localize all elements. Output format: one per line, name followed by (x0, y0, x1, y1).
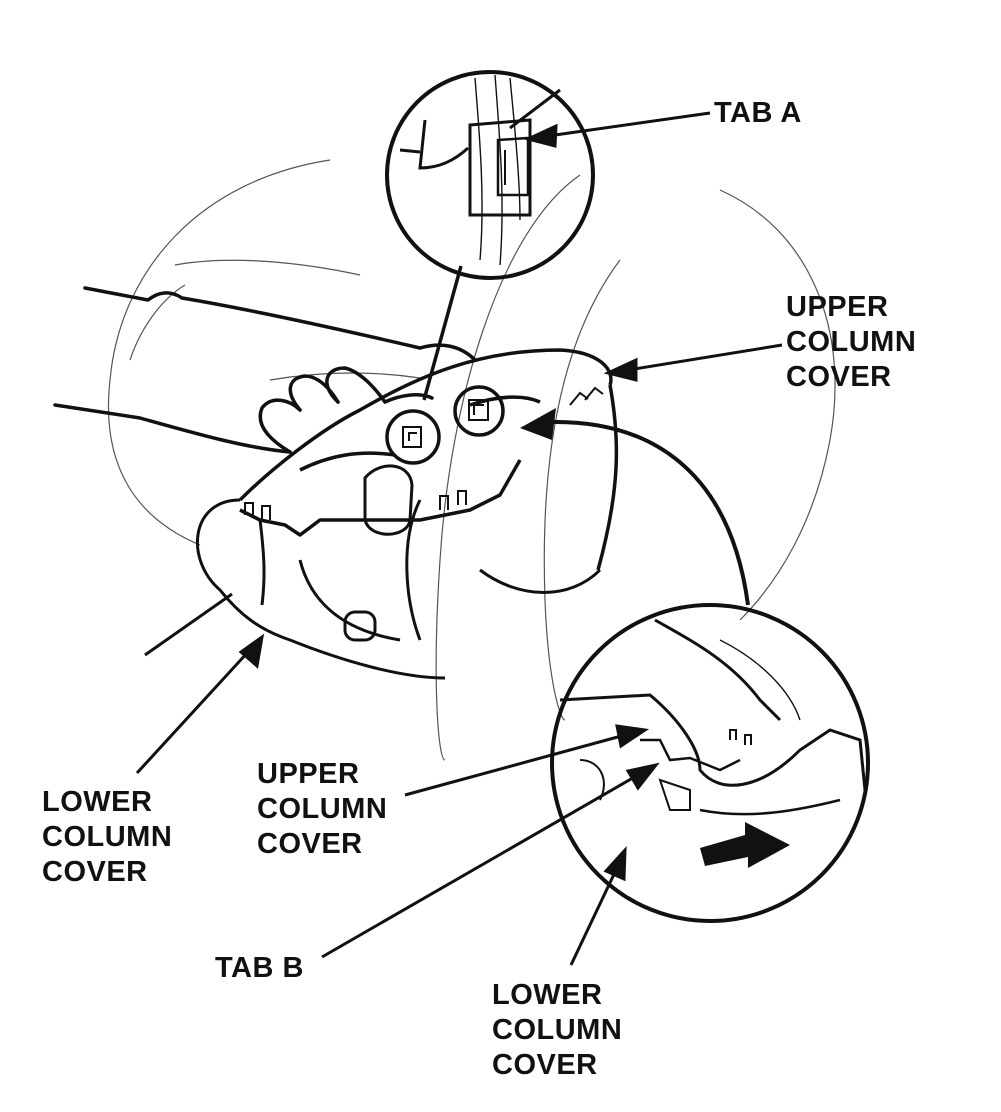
upper-column-cover-shape (238, 348, 619, 571)
tab-a-marker (385, 409, 441, 465)
steering-wheel-outline (107, 159, 836, 761)
detail-b-leader-arc (549, 419, 750, 606)
lower-column-cover-detail-label: LOWER COLUMN COVER (492, 979, 623, 1081)
lower-cover-main-leader-line-2 (135, 650, 250, 775)
tab-b-marker (453, 385, 505, 437)
callout-leaders (135, 111, 783, 966)
upper-column-cover-detail-label: UPPER COLUMN COVER (257, 758, 388, 860)
tab-a-leader-arrowhead (523, 123, 558, 148)
cover-edge-tabs (244, 386, 604, 520)
detail-circle-tab-a (385, 70, 595, 280)
tab-a-label: TAB A (714, 97, 802, 129)
upper-column-cover-label: UPPER COLUMN COVER (786, 291, 917, 393)
tab-b-label: TAB B (215, 952, 304, 984)
detail-circle-tab-b (550, 603, 870, 923)
detail-b-leader-arrowhead (520, 408, 556, 440)
hand-arm (53, 286, 477, 454)
detail-a-leader (422, 265, 463, 401)
tab-a-leader-line (547, 111, 711, 138)
lower-cover-detail-leader-line (569, 869, 618, 966)
lower-cover-main-leader-line (144, 592, 233, 657)
upper-cover-detail-leader-arrowhead (615, 724, 650, 749)
lower-cover-main-leader-arrowhead (238, 633, 265, 669)
insertion-arrow-icon (700, 822, 790, 868)
upper-cover-detail-leader-line (404, 733, 626, 797)
upper-cover-main-leader-line (627, 343, 783, 372)
upper-cover-main-leader-arrowhead (603, 357, 638, 382)
tab-b-leader-arrowhead (625, 762, 660, 791)
lower-cover-detail-leader-arrowhead (603, 845, 627, 882)
lower-column-cover-label: LOWER COLUMN COVER (42, 786, 173, 888)
tab-b-leader-line (321, 773, 639, 959)
